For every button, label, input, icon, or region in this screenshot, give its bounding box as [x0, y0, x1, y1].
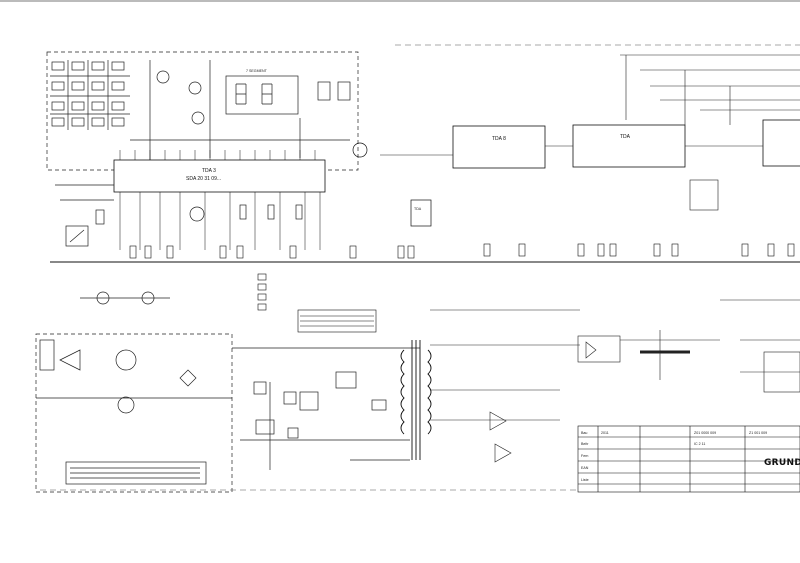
switch-mode-section	[232, 347, 420, 470]
title-block-header-1: 2011	[601, 431, 609, 435]
main-processor-part: SDA 20 31 09...	[186, 176, 221, 182]
secondary-rails	[430, 299, 800, 463]
manufacturer-logo: GRUNDIG	[764, 458, 800, 468]
control-board	[46, 51, 359, 171]
title-block-row-0: Beitr	[581, 442, 589, 446]
title-block-header-2: Z01 0000 009	[694, 431, 716, 435]
title-block	[577, 425, 800, 493]
title-block-row-2: EAN	[581, 466, 589, 470]
upper-ic-2-label: TDA	[620, 134, 631, 140]
main-processor-ic	[113, 150, 326, 250]
title-block-row-1: Fern	[581, 454, 588, 458]
upper-ic-3	[762, 119, 800, 167]
frame-dashes	[40, 44, 800, 491]
top-right-bus	[620, 54, 800, 211]
title-block-row-0-ic: IC 2 11	[694, 442, 705, 446]
upper-ic-1-label: TDA 8	[492, 136, 506, 142]
title-block-row-3: Liste	[581, 478, 589, 482]
small-ic	[410, 199, 432, 227]
upper-ic-2	[572, 124, 686, 168]
small-ic-label: TDA	[414, 207, 422, 211]
title-block-header-3: Z1 001 009	[749, 431, 767, 435]
left-input-section	[55, 184, 303, 247]
seven-segment-display	[225, 75, 299, 115]
transformer	[400, 340, 432, 460]
title-block-header-0: Bau	[581, 431, 587, 435]
key-matrix	[50, 60, 130, 130]
connector-row	[129, 243, 795, 259]
upper-ic-1	[452, 125, 546, 169]
display-block-label: 7 SEGMENT	[246, 69, 268, 73]
legend-block	[257, 273, 377, 333]
transistor	[352, 142, 368, 158]
power-supply-section	[35, 291, 233, 493]
main-processor-label: TDA 3	[202, 168, 216, 174]
